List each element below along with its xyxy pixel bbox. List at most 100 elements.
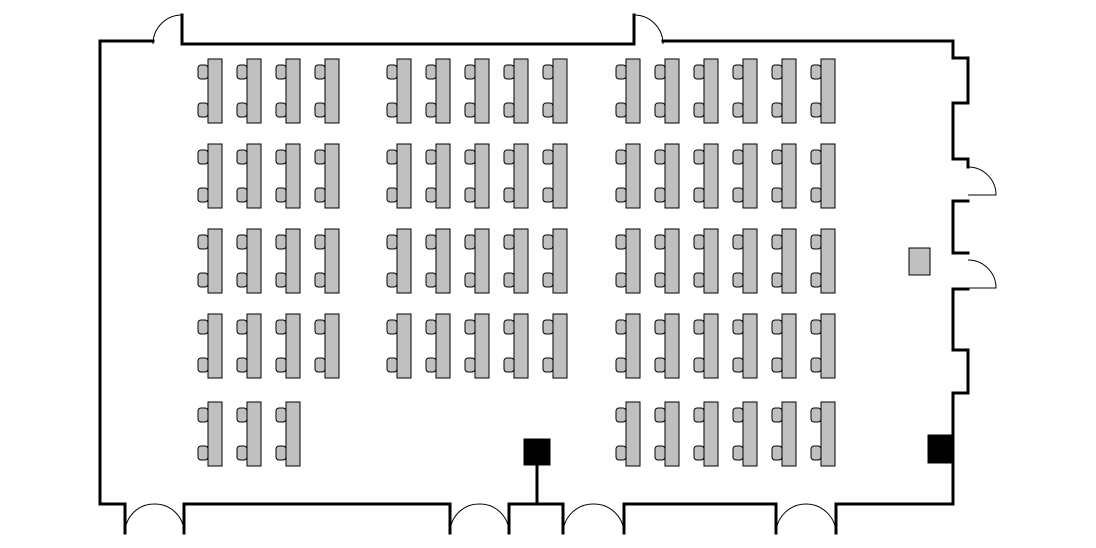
desk[interactable] — [396, 228, 412, 294]
desk[interactable] — [703, 401, 719, 467]
chair[interactable] — [386, 187, 398, 203]
chair[interactable] — [236, 407, 248, 423]
chair[interactable] — [654, 272, 666, 288]
chair[interactable] — [654, 102, 666, 118]
chair[interactable] — [732, 319, 744, 335]
desk[interactable] — [625, 228, 641, 294]
chair[interactable] — [503, 64, 515, 80]
chair[interactable] — [236, 234, 248, 250]
chair[interactable] — [542, 319, 554, 335]
chair[interactable] — [732, 187, 744, 203]
chair[interactable] — [236, 319, 248, 335]
chair[interactable] — [464, 149, 476, 165]
chair[interactable] — [693, 357, 705, 373]
door-swing-right-lower[interactable] — [967, 259, 997, 289]
desk[interactable] — [664, 401, 680, 467]
chair[interactable] — [464, 272, 476, 288]
chair[interactable] — [654, 445, 666, 461]
desk[interactable] — [703, 228, 719, 294]
instructor-station[interactable] — [927, 434, 954, 464]
chair[interactable] — [386, 64, 398, 80]
desk[interactable] — [513, 58, 529, 124]
desk[interactable] — [285, 143, 301, 209]
chair[interactable] — [314, 187, 326, 203]
chair[interactable] — [314, 319, 326, 335]
chair[interactable] — [503, 102, 515, 118]
chair[interactable] — [771, 149, 783, 165]
chair[interactable] — [197, 357, 209, 373]
desk[interactable] — [664, 58, 680, 124]
chair[interactable] — [464, 102, 476, 118]
chair[interactable] — [771, 64, 783, 80]
desk[interactable] — [742, 58, 758, 124]
desk[interactable] — [246, 228, 262, 294]
chair[interactable] — [425, 149, 437, 165]
chair[interactable] — [771, 187, 783, 203]
desk[interactable] — [285, 401, 301, 467]
desk[interactable] — [552, 313, 568, 379]
chair[interactable] — [386, 357, 398, 373]
chair[interactable] — [425, 357, 437, 373]
door-swing-bottom-2[interactable] — [449, 503, 510, 534]
chair[interactable] — [236, 357, 248, 373]
chair[interactable] — [314, 102, 326, 118]
chair[interactable] — [654, 64, 666, 80]
chair[interactable] — [732, 102, 744, 118]
chair[interactable] — [542, 234, 554, 250]
chair[interactable] — [314, 149, 326, 165]
chair[interactable] — [615, 407, 627, 423]
chair[interactable] — [771, 357, 783, 373]
chair[interactable] — [314, 357, 326, 373]
desk[interactable] — [285, 228, 301, 294]
chair[interactable] — [810, 102, 822, 118]
desk[interactable] — [324, 58, 340, 124]
desk[interactable] — [513, 228, 529, 294]
chair[interactable] — [732, 272, 744, 288]
chair[interactable] — [197, 272, 209, 288]
chair[interactable] — [810, 64, 822, 80]
chair[interactable] — [275, 319, 287, 335]
chair[interactable] — [197, 149, 209, 165]
chair[interactable] — [425, 272, 437, 288]
chair[interactable] — [197, 64, 209, 80]
chair[interactable] — [693, 149, 705, 165]
chair[interactable] — [425, 234, 437, 250]
chair[interactable] — [732, 407, 744, 423]
desk[interactable] — [781, 58, 797, 124]
desk[interactable] — [552, 228, 568, 294]
desk[interactable] — [552, 143, 568, 209]
desk[interactable] — [820, 313, 836, 379]
podium[interactable] — [523, 438, 551, 466]
desk[interactable] — [625, 401, 641, 467]
chair[interactable] — [810, 445, 822, 461]
side-table[interactable] — [908, 247, 931, 276]
desk[interactable] — [820, 228, 836, 294]
chair[interactable] — [693, 102, 705, 118]
desk[interactable] — [742, 143, 758, 209]
chair[interactable] — [615, 272, 627, 288]
chair[interactable] — [615, 64, 627, 80]
chair[interactable] — [810, 234, 822, 250]
desk[interactable] — [820, 401, 836, 467]
door-swing-bottom-1[interactable] — [124, 503, 185, 534]
desk[interactable] — [742, 228, 758, 294]
chair[interactable] — [771, 445, 783, 461]
chair[interactable] — [503, 149, 515, 165]
chair[interactable] — [236, 102, 248, 118]
chair[interactable] — [197, 319, 209, 335]
chair[interactable] — [693, 64, 705, 80]
chair[interactable] — [503, 319, 515, 335]
chair[interactable] — [542, 64, 554, 80]
desk[interactable] — [664, 313, 680, 379]
chair[interactable] — [197, 407, 209, 423]
chair[interactable] — [542, 187, 554, 203]
chair[interactable] — [386, 234, 398, 250]
desk[interactable] — [396, 143, 412, 209]
desk[interactable] — [246, 143, 262, 209]
desk[interactable] — [474, 58, 490, 124]
chair[interactable] — [810, 272, 822, 288]
desk[interactable] — [246, 401, 262, 467]
chair[interactable] — [542, 102, 554, 118]
desk[interactable] — [207, 313, 223, 379]
chair[interactable] — [542, 149, 554, 165]
